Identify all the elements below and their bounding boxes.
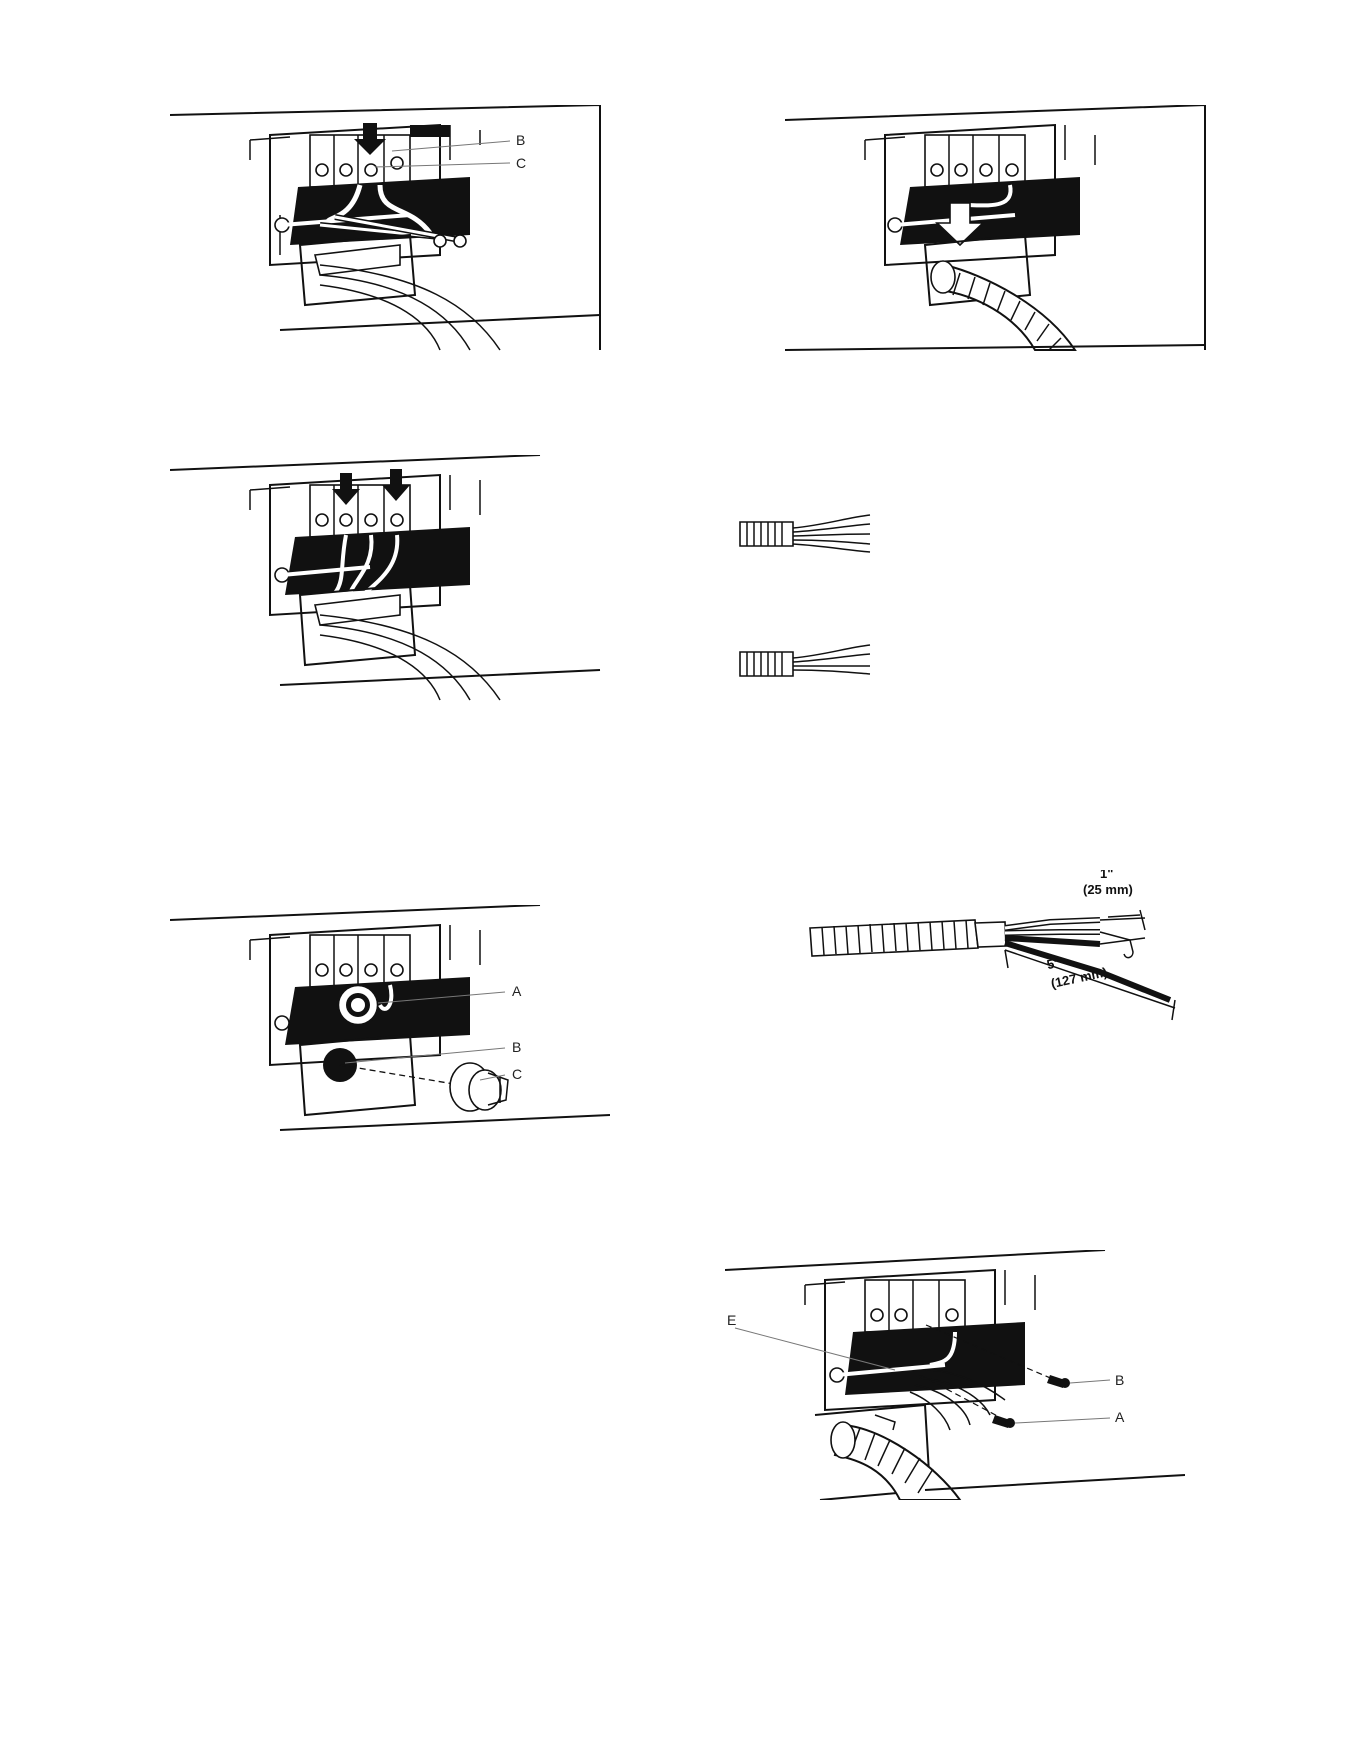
- screw-b: [1047, 1375, 1070, 1388]
- figure-wire-strip-dimensions: 1" (25 mm) 5" 5" (127 mm): [800, 870, 1200, 1050]
- locknut: [338, 985, 378, 1025]
- stranded-wire-end: [740, 515, 870, 552]
- mounting-plate: [900, 177, 1080, 245]
- flexible-conduit: [810, 920, 1006, 956]
- callout-e: E: [727, 1312, 736, 1328]
- flexible-conduit: [931, 261, 1075, 350]
- callout-b: B: [516, 132, 525, 148]
- callout-c: C: [512, 1066, 522, 1082]
- figure-4-wire-cord-connect: [170, 455, 610, 705]
- terminal-block: [925, 135, 1025, 187]
- mounting-plate: [285, 527, 470, 595]
- terminal-block: [310, 125, 450, 187]
- callout-c: C: [516, 155, 526, 171]
- strain-relief-connector: [450, 1063, 508, 1111]
- stranded-wire-end: [740, 645, 870, 676]
- screw-a: [992, 1415, 1015, 1428]
- terminal-block: [310, 935, 410, 987]
- dim-25mm: (25 mm): [1083, 882, 1133, 897]
- dim-1in: 1": [1100, 870, 1113, 881]
- figure-strain-relief-parts: A B C: [170, 905, 610, 1145]
- callout-b: B: [1115, 1372, 1124, 1388]
- figure-stranded-wire-ends: [735, 510, 895, 690]
- callout-a: A: [512, 983, 522, 999]
- figure-3-wire-cord-neutral: B C: [170, 105, 610, 355]
- callout-a: A: [1115, 1409, 1125, 1425]
- strain-relief-opening: [300, 235, 500, 350]
- figure-conduit-insert: [785, 105, 1215, 355]
- ground-screw: [275, 1016, 289, 1030]
- flexible-conduit: [831, 1415, 960, 1500]
- figure-conduit-screws: B A E: [725, 1250, 1185, 1500]
- callout-b: B: [512, 1039, 521, 1055]
- mounting-plate: [845, 1322, 1025, 1395]
- terminal-block: [865, 1280, 965, 1332]
- strain-relief-opening: [300, 1035, 415, 1115]
